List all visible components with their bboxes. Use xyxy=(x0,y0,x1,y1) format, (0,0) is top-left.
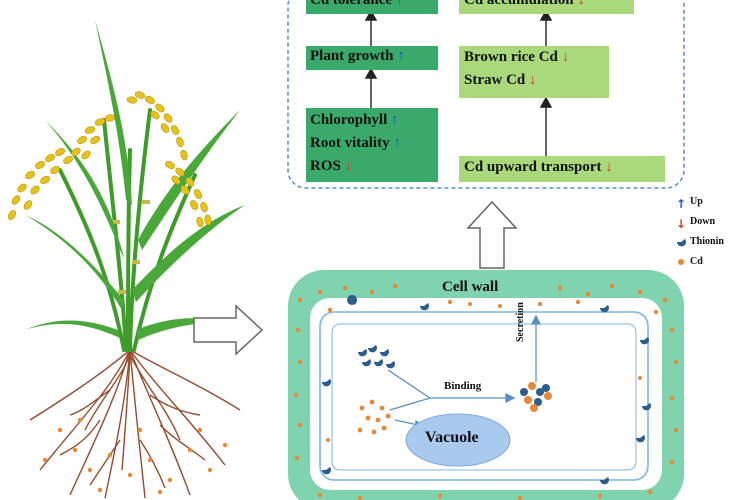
secretion-label: Secretion xyxy=(515,302,526,342)
gap-cd-dots xyxy=(326,302,642,442)
stem-joints xyxy=(112,200,150,294)
box-cd-upward-transport-label: Cd upward transport ↓ xyxy=(464,159,613,175)
legend-down-label: Down xyxy=(690,216,716,227)
cell-wall-cd-dots xyxy=(293,283,679,500)
cytoplasm-inner xyxy=(331,323,637,471)
box-straw-cd-label: Straw Cd ↓ xyxy=(464,72,537,88)
legend-symbols: ↑ ↓ xyxy=(676,197,686,265)
vacuole-label: Vacuole xyxy=(425,429,479,446)
box-root-vitality-label: Root vitality ↑ xyxy=(310,135,401,151)
box-cd-upward-transport xyxy=(459,156,665,182)
cell-to-panel-arrow xyxy=(466,200,518,269)
svg-text:↓: ↓ xyxy=(676,217,686,231)
legend-up-label: Up xyxy=(690,196,703,207)
box-chlorophyll-label: Chlorophyll ↑ xyxy=(310,112,399,128)
box-rice-straw-cd xyxy=(459,46,609,98)
stems xyxy=(58,108,197,352)
soil-cd-dots xyxy=(42,417,228,495)
binding-complex xyxy=(520,382,552,412)
box-physiology xyxy=(306,108,438,182)
legend-cd-label: Cd xyxy=(690,256,703,267)
box-plant-growth-label: Plant growth ↑ xyxy=(310,48,405,64)
box-brown-rice-cd-label: Brown rice Cd ↓ xyxy=(464,49,570,65)
cd-cluster xyxy=(357,399,391,435)
cell-wall-label: Cell wall xyxy=(442,279,499,295)
rice-plant xyxy=(7,20,245,499)
box-cd-tolerance xyxy=(306,0,438,14)
thionin-cluster xyxy=(358,345,395,369)
legend-thionin-label: Thionin xyxy=(690,236,724,247)
roots xyxy=(29,349,241,499)
plant-to-cell-arrow xyxy=(193,304,264,356)
box-cd-tolerance-label: Cd tolerance ↑ xyxy=(310,0,404,8)
cytoplasm xyxy=(319,311,649,481)
box-cd-accumulation-label: Cd accumulation ↓ xyxy=(464,0,585,8)
box-plant-growth xyxy=(306,46,438,70)
box-ros-label: ROS ↓ xyxy=(310,158,353,174)
binding-label: Binding xyxy=(444,380,482,392)
svg-text:↑: ↑ xyxy=(676,197,686,211)
gap-thionins xyxy=(322,295,651,485)
leaves xyxy=(25,20,245,340)
vacuole-shape xyxy=(405,413,511,467)
rice-grains xyxy=(7,91,212,228)
panel-arrows xyxy=(364,9,553,156)
box-cd-accumulation xyxy=(459,0,634,14)
